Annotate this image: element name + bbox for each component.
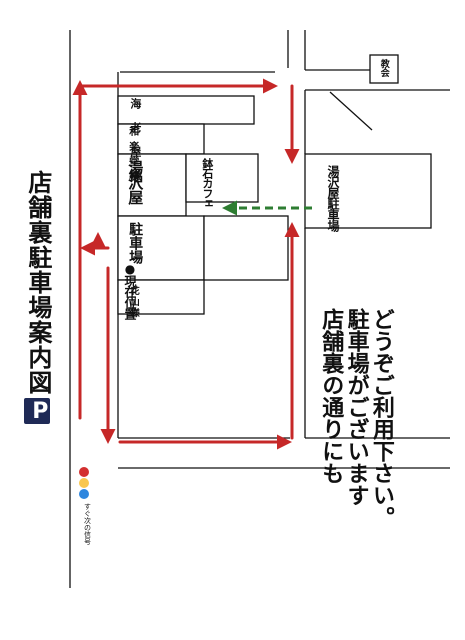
current-location-label: ●現在位置 — [123, 262, 137, 319]
parking-label: 駐車場 — [127, 222, 144, 264]
hanayama-label: 花山様 — [128, 286, 139, 319]
drive-route — [72, 78, 300, 450]
yuzawaya-parking-label: 湯沢屋駐車場 — [325, 165, 340, 231]
traffic-signal-icon — [79, 467, 89, 499]
wagakudo-label: 和楽堂様 — [126, 126, 138, 186]
cafe-building — [185, 153, 259, 203]
parking-badge — [24, 398, 50, 424]
wagakudo-building — [117, 123, 205, 155]
building-outlines — [117, 54, 432, 315]
ebiya-label: 海老屋様 — [128, 98, 142, 194]
message-text: どうぞご利用下さい。 駐車場がございます 店舗裏の通りにも — [318, 308, 394, 528]
hanayama-building — [117, 279, 205, 315]
yuzawaya-label: 湯沢屋 — [126, 160, 145, 205]
church-building — [369, 54, 399, 84]
cafe-label: 鉢石カフェ — [200, 158, 214, 208]
church-label: 教会 — [378, 59, 389, 77]
yuzawaya-parking-building — [304, 153, 432, 229]
message-line-3: どうぞご利用下さい。 — [368, 308, 394, 528]
message-line-2: 駐車場がございます — [343, 308, 369, 506]
parking-extension — [203, 215, 289, 281]
message-line-1: 店舗裏の通りにも — [318, 308, 344, 484]
parking-badge-letter: P — [27, 399, 53, 424]
page-title: 店舗裏駐車場案内図 — [23, 170, 52, 395]
signal-label: すぐ次の信号 — [83, 503, 92, 545]
yuzawaya-building — [117, 153, 187, 217]
